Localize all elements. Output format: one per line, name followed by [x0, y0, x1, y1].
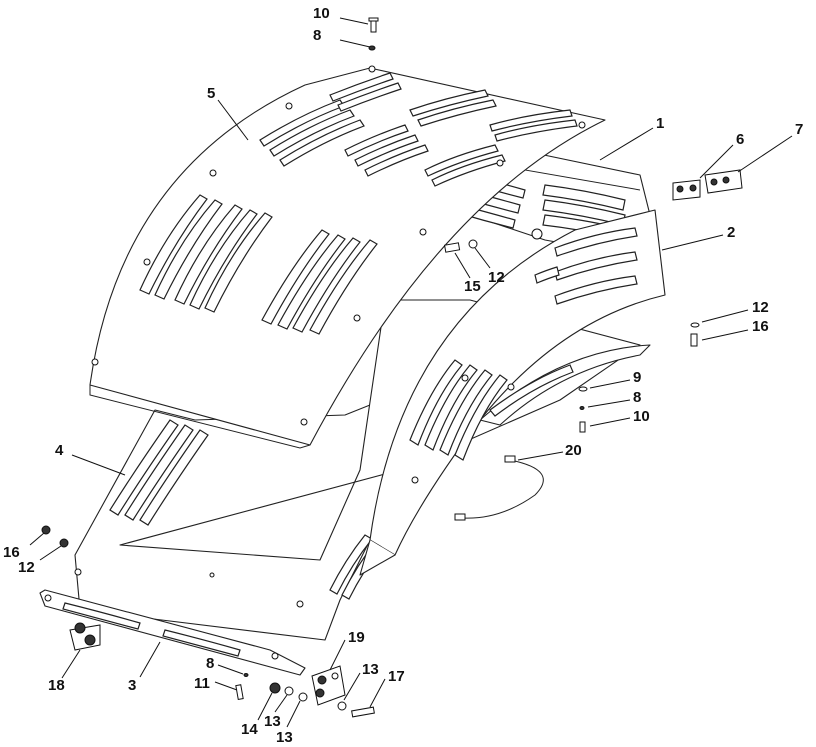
washer-13-right: [337, 701, 347, 711]
callout-8-top: 8: [313, 27, 321, 44]
nut-14: [269, 682, 281, 694]
callout-6: 6: [736, 131, 744, 148]
washer-13-b: [298, 692, 308, 702]
washer-12-right: [690, 322, 700, 328]
leader-lines: [29, 17, 793, 728]
callout-5: 5: [207, 85, 215, 102]
bolt-16-right: [690, 333, 698, 347]
callout-4: 4: [55, 442, 64, 459]
part-5-top-panel: [89, 65, 606, 449]
callout-8-right: 8: [633, 389, 641, 406]
callout-7: 7: [795, 121, 803, 138]
callout-12-right: 12: [752, 299, 769, 316]
callout-10-right: 10: [633, 408, 650, 425]
bolt-11: [235, 684, 244, 700]
washer-12-left: [59, 538, 69, 548]
callout-11: 11: [194, 675, 210, 692]
part-6-hinge-plate: [672, 179, 701, 201]
callout-3: 3: [128, 677, 136, 694]
washer-8-right: [579, 406, 585, 410]
part-2-side-panel: [359, 209, 666, 576]
callout-17: 17: [388, 668, 405, 685]
callout-18: 18: [48, 677, 65, 694]
washer-8-top: [368, 45, 376, 51]
callout-15: 15: [464, 278, 481, 295]
washer-12-mid: [468, 239, 478, 249]
bracket-19: [311, 665, 346, 706]
callout-16-right: 16: [752, 318, 769, 335]
callout-20: 20: [565, 442, 582, 459]
callout-8-bottom: 8: [206, 655, 214, 672]
washer-13-a: [284, 686, 294, 696]
bolt-17: [351, 706, 375, 718]
callout-13-right: 13: [362, 661, 379, 678]
callout-13-a: 13: [264, 713, 281, 730]
washer-9: [578, 386, 588, 392]
callout-2: 2: [727, 224, 735, 241]
callout-10-top: 10: [313, 5, 330, 22]
callout-12-left: 12: [18, 559, 35, 576]
callout-12-mid: 12: [488, 269, 505, 286]
bolt-10-right: [579, 421, 586, 433]
callout-1: 1: [656, 115, 664, 132]
bolt-15: [444, 242, 461, 253]
part-18-bracket: [69, 622, 101, 651]
washer-8-bottom: [243, 673, 249, 677]
part-20-cable: [454, 455, 544, 521]
callout-19: 19: [348, 629, 365, 646]
bolt-10-top: [368, 17, 379, 33]
callout-16-left: 16: [3, 544, 20, 561]
part-3-bottom-rail: [39, 589, 306, 676]
callout-13-b: 13: [276, 729, 293, 746]
bolt-16-left: [41, 525, 51, 535]
callout-14: 14: [241, 721, 258, 738]
callout-9: 9: [633, 369, 641, 386]
part-7-hinge: [704, 169, 743, 194]
